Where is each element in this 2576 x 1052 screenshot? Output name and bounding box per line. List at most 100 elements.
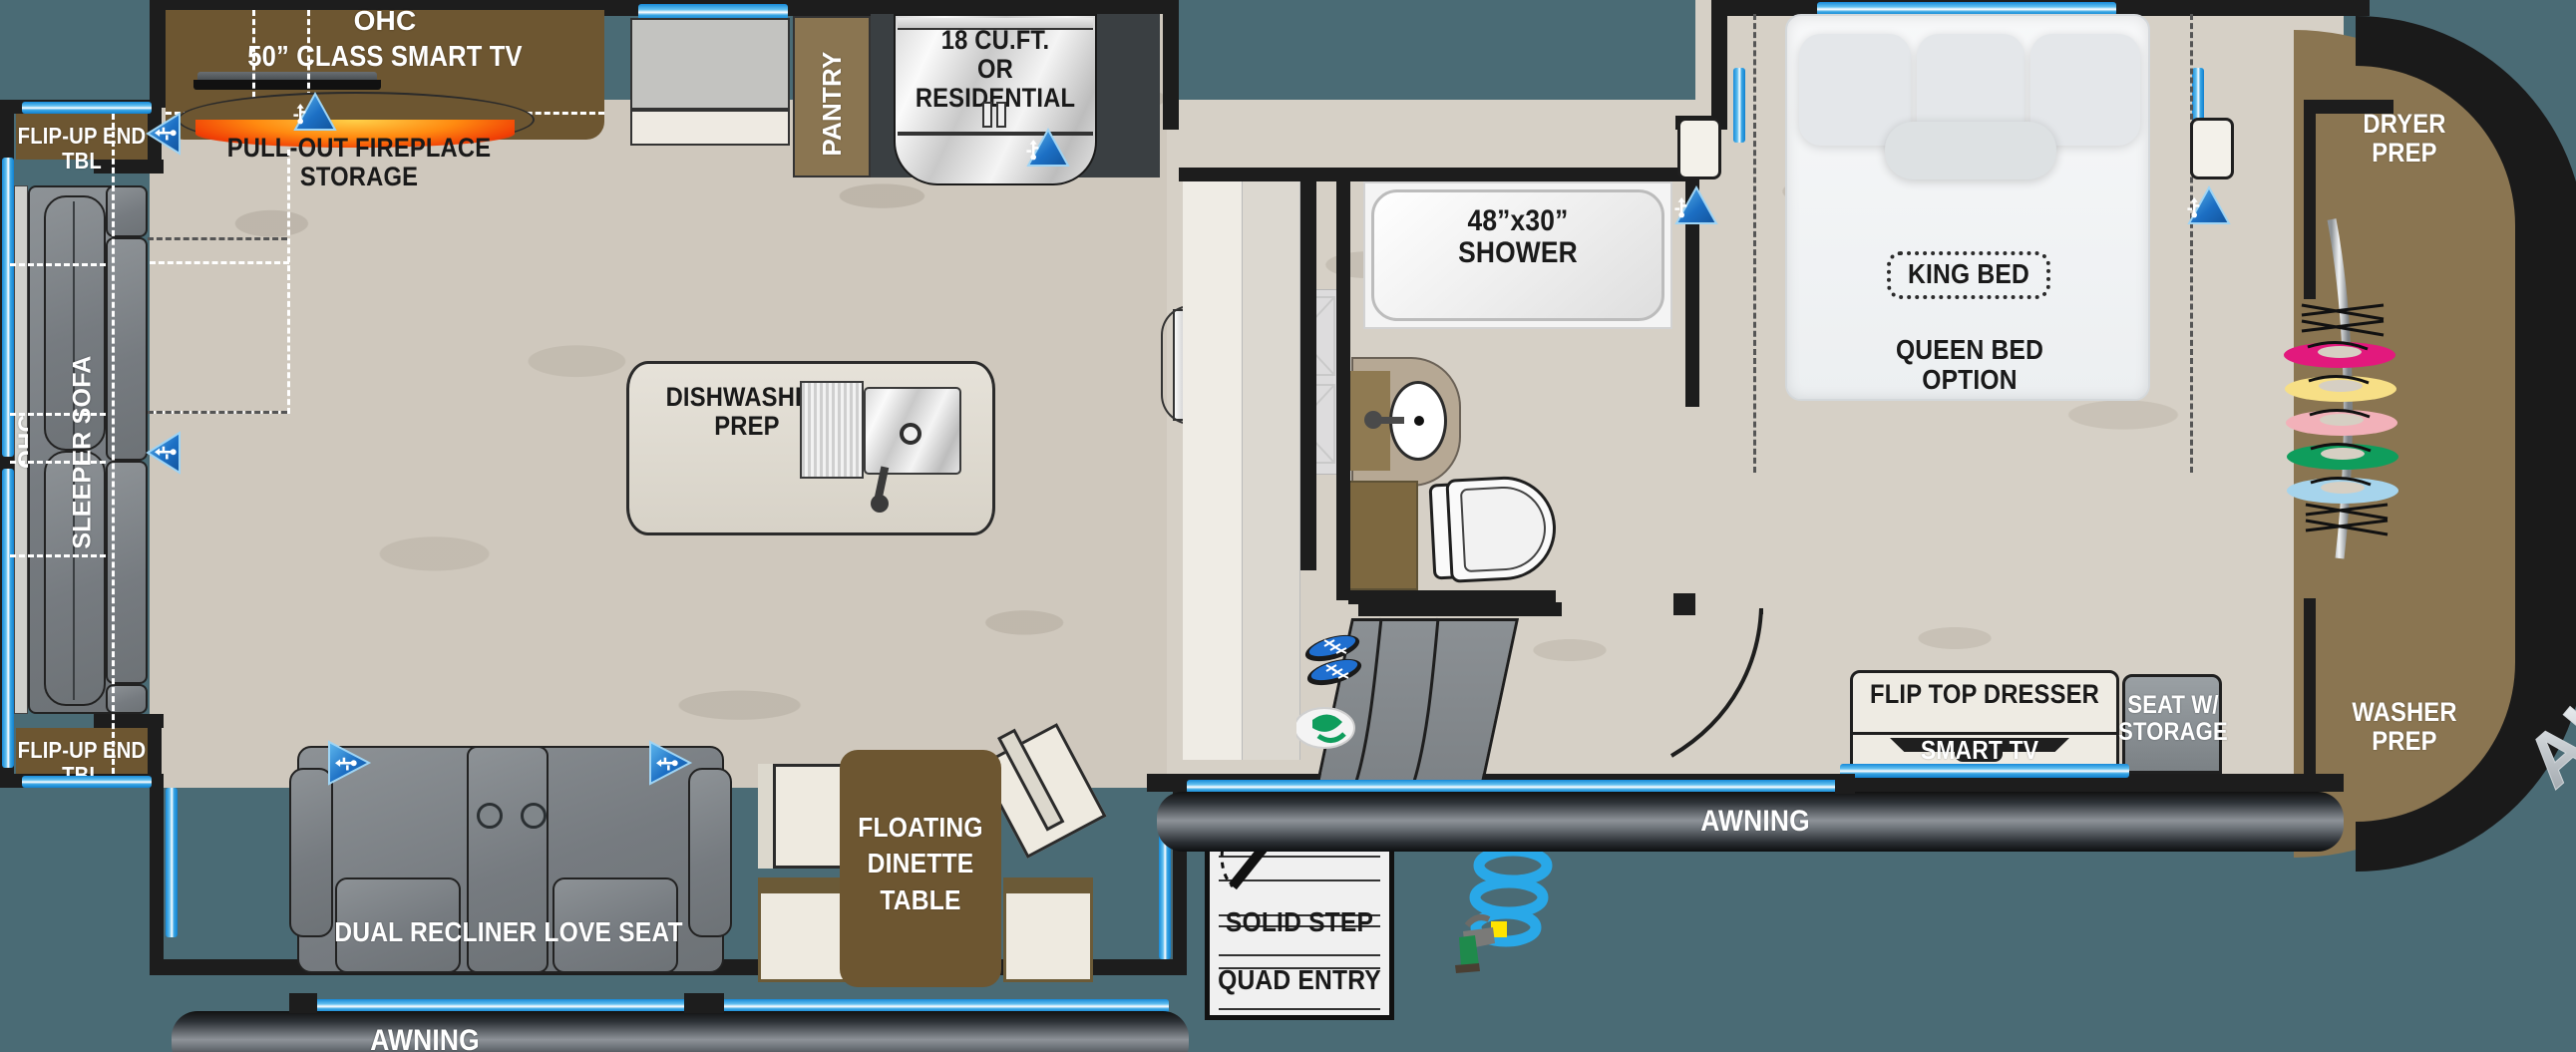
usb-icon-recliner-right — [649, 740, 693, 786]
floating-dinette-table — [840, 750, 1001, 987]
wall-corner-c — [1835, 774, 1855, 794]
wall-corner-a — [684, 993, 724, 1013]
wall-bath-bottom — [1348, 590, 1556, 604]
vanity-cabinet-lower — [1348, 481, 1418, 590]
bed-bolster — [1885, 122, 2056, 179]
wall-living-notch2 — [94, 714, 164, 728]
window-bottom-sofa — [22, 776, 152, 788]
window-kitchen — [638, 4, 788, 20]
recliner-arm-left — [289, 768, 333, 937]
window-sofa-slide2 — [2, 469, 14, 768]
wall-bottom-left — [150, 774, 164, 973]
fridge-top-trim — [898, 18, 1093, 30]
wall-bath-right — [1685, 168, 1699, 407]
dinette-chair-br-back — [1003, 877, 1093, 893]
flip-up-end-tbl-bottom — [16, 728, 148, 774]
wall-living-notch — [94, 160, 164, 174]
wall-corner-b — [289, 993, 317, 1013]
tv-base — [193, 80, 381, 90]
window-awning-bottom-strip2 — [720, 999, 1169, 1013]
tv-unit — [197, 72, 377, 82]
wall-laundry-divider2 — [2304, 598, 2316, 788]
dresser-smart-tv — [1890, 738, 2069, 752]
recliner-arm-right — [688, 768, 732, 937]
wall-kitchen-top — [888, 0, 1177, 14]
wall-bath-bottom2 — [1358, 602, 1562, 616]
wall-kitchen-right — [1163, 0, 1179, 130]
wall-bedroom-left — [1711, 0, 1727, 130]
nightstand-left — [1677, 118, 1721, 179]
guide-sofa-1 — [10, 263, 106, 266]
window-sofa-slide — [2, 158, 14, 457]
wall-living-left — [150, 0, 166, 108]
awning-bottom — [172, 1011, 1189, 1052]
fridge-handle-left — [982, 102, 992, 128]
dinette-chair-tl-back — [758, 764, 776, 869]
guide-sofa-3 — [10, 461, 106, 464]
recliner-cupholder-2 — [521, 803, 547, 829]
hall-door-swing — [1669, 608, 1763, 758]
guide-sofa-2 — [10, 413, 106, 416]
fireplace-flame — [195, 120, 515, 148]
dinette-chair-bl — [758, 877, 848, 982]
bed-pillow-1 — [1799, 34, 1911, 146]
wall-laundry-top — [2304, 100, 2393, 114]
fridge-handle-right — [996, 102, 1006, 128]
guide-fireplace-h — [150, 261, 289, 264]
window-awning-right-strip — [1187, 780, 1845, 794]
usb-icon-nightstand-left — [1674, 184, 1718, 224]
vanity-sink — [1389, 381, 1447, 461]
closet-rod-and-clothes — [2284, 218, 2398, 559]
bed-slide-dash-right — [2190, 14, 2193, 473]
vanity-faucet-knob — [1364, 411, 1382, 429]
dinette-chair-bl-back — [758, 877, 848, 893]
king-bed-badge — [1887, 251, 2050, 299]
wall-bath-top — [1386, 168, 1685, 181]
window-dresser — [1840, 764, 2129, 778]
usb-icon-sofa-bottom — [146, 431, 181, 475]
sink-faucet-knob — [871, 495, 889, 513]
window-awning-bottom-strip — [313, 999, 688, 1013]
counter-strip-a — [1183, 181, 1243, 760]
vanity-faucet — [1366, 417, 1404, 424]
wall-kitchen-vert — [1300, 181, 1316, 570]
sink-drain — [900, 423, 921, 445]
hall-marker-1 — [1673, 593, 1695, 615]
guide-sofa-4 — [10, 554, 106, 557]
sleeper-sofa-cushion-top — [44, 195, 106, 451]
recliner-seat-right — [552, 877, 678, 973]
shoes-decor — [1296, 634, 1362, 749]
guide-ohc-1 — [252, 10, 255, 116]
stair-treads — [1352, 617, 1440, 789]
guide-fireplace-v — [287, 150, 290, 414]
guide-ohc-2 — [307, 10, 310, 116]
fridge-bottom-trim — [898, 132, 1093, 136]
usb-icon-nightstand-right — [2187, 184, 2231, 224]
dresser-divider — [1850, 732, 2119, 735]
bed-pillow-3 — [2030, 34, 2140, 146]
wall-bath-left — [1336, 181, 1350, 600]
dresser-tv-stand — [1955, 752, 2003, 762]
shower-pan — [1371, 189, 1664, 321]
wall-hall-top — [1179, 168, 1408, 181]
guide-sofa-out1 — [148, 237, 287, 240]
usb-icon-fireplace — [293, 91, 337, 131]
recliner-cupholder-1 — [477, 803, 503, 829]
vanity-drain — [1414, 416, 1424, 426]
counter-upper — [630, 18, 790, 110]
refrigerator — [894, 14, 1097, 185]
guide-sofa-v — [112, 114, 115, 774]
nightstand-right — [2190, 118, 2234, 179]
seat-with-storage — [2122, 674, 2222, 774]
flip-up-end-tbl-top — [16, 114, 148, 160]
alliance-logo: ALLIANCE — [2509, 409, 2576, 804]
sleeper-sofa-cushion-bot — [44, 451, 106, 706]
recliner-seat-left — [335, 877, 461, 973]
recliner-console — [467, 746, 549, 973]
window-bedroom-left — [1733, 68, 1745, 143]
sink-drainboard — [800, 381, 864, 479]
usb-icon-sofa-top — [146, 112, 181, 156]
counter-lower — [630, 110, 790, 146]
counter-strip-b — [1243, 181, 1300, 760]
